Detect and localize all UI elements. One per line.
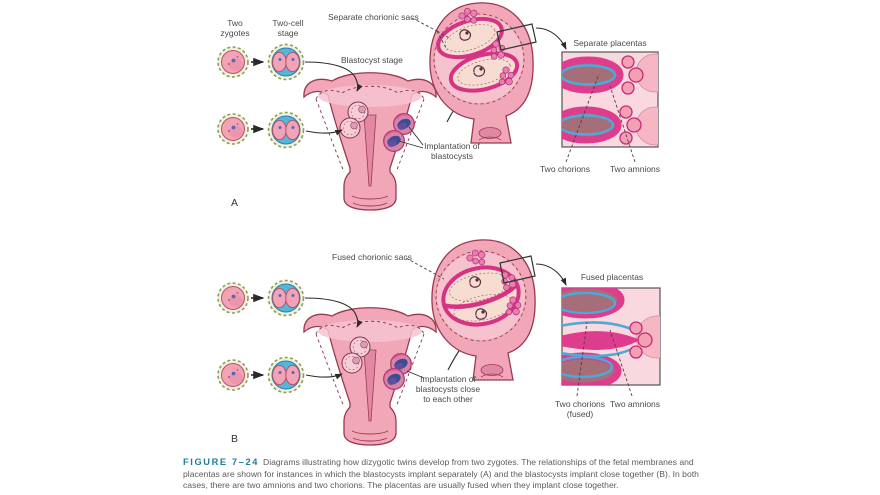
label-two-amnions-b: Two amnions bbox=[609, 399, 661, 409]
arrow-twocell2-to-uterus-b bbox=[305, 373, 343, 380]
fused-chorionic-sac-b bbox=[441, 265, 521, 327]
label-two-chorions-fused: Two chorions (fused) bbox=[554, 399, 606, 420]
panel-a-artwork bbox=[217, 2, 659, 211]
blastocyst-a-implanted2 bbox=[382, 129, 406, 153]
label-separate-placentas: Separate placentas bbox=[573, 38, 647, 48]
two-cell-b2 bbox=[267, 356, 305, 394]
zygote-a2 bbox=[217, 113, 249, 145]
arrow-to-placenta-box-a bbox=[535, 27, 567, 50]
zygote-a1 bbox=[217, 46, 249, 78]
zygote-b2 bbox=[217, 359, 249, 391]
separate-placentas-box bbox=[561, 51, 659, 163]
magnifier-rect-a bbox=[496, 23, 537, 51]
panel-letter-a: A bbox=[231, 197, 239, 209]
label-fused-placentas: Fused placentas bbox=[580, 272, 644, 282]
leader-separate-chorionic-sacs bbox=[411, 17, 452, 51]
arrow-to-placenta-box-b bbox=[535, 263, 567, 286]
label-blastocyst-stage: Blastocyst stage bbox=[341, 55, 403, 65]
panel-letter-b: B bbox=[231, 433, 239, 445]
blastocyst-b-free2 bbox=[341, 352, 363, 374]
uterus-a bbox=[303, 72, 437, 211]
fused-placentas-box bbox=[561, 287, 661, 397]
blastocyst-b-implanted2 bbox=[382, 367, 406, 391]
figure-number: FIGURE 7–24 bbox=[183, 457, 259, 467]
arrow-twocell-to-uterus-b bbox=[304, 297, 363, 328]
arrow-twocell2-to-uterus-a bbox=[305, 129, 343, 136]
magnifier-rect-b bbox=[499, 255, 536, 284]
arrow-twocell-to-uterus-a bbox=[304, 61, 363, 92]
label-separate-chorionic-sacs: Separate chorionic sacs bbox=[328, 12, 419, 22]
label-two-chorions-a: Two chorions bbox=[539, 164, 591, 174]
two-cell-a2 bbox=[267, 111, 305, 149]
leader-implantation-b bbox=[406, 370, 425, 379]
label-two-amnions-a: Two amnions bbox=[609, 164, 661, 174]
blastocyst-a-free2 bbox=[339, 117, 361, 139]
zygote-b1 bbox=[217, 282, 249, 314]
caption-text: Diagrams illustrating how dizygotic twin… bbox=[183, 457, 699, 490]
leader-fused-chorionic-sacs bbox=[405, 257, 445, 280]
panel-b-artwork bbox=[217, 239, 661, 446]
label-implantation-b: Implantation of blastocysts close to eac… bbox=[415, 374, 481, 405]
label-two-zygotes: Two zygotes bbox=[220, 18, 250, 39]
two-cell-a1 bbox=[267, 43, 305, 81]
leader-implantation-a bbox=[398, 126, 424, 149]
label-two-cell-stage: Two-cell stage bbox=[272, 18, 304, 39]
two-cell-b1 bbox=[267, 279, 305, 317]
label-implantation-a: Implantation of blastocysts bbox=[424, 141, 480, 162]
label-fused-chorionic-sacs: Fused chorionic sacs bbox=[332, 252, 412, 262]
